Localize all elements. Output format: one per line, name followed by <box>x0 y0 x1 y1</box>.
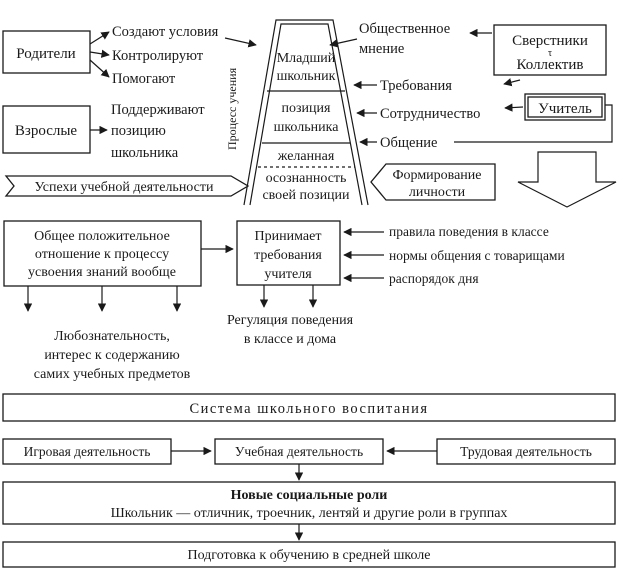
adults-support-2: позицию <box>111 123 166 139</box>
peers-box <box>493 24 607 76</box>
rule-3: распорядок дня <box>389 271 479 286</box>
personality-banner <box>370 163 496 201</box>
regulation-line1: Регуляция поведения <box>227 313 354 328</box>
teacher-label: Учитель <box>538 101 592 117</box>
requirements-label: Требования <box>380 78 452 94</box>
curiosity-line3: самих учебных предметов <box>34 367 191 382</box>
public-opinion-arrow <box>329 38 358 48</box>
study-activity-box <box>214 438 384 465</box>
parents-box <box>2 30 91 74</box>
teacher-box-inner <box>527 96 603 118</box>
parents-arrow-1 <box>89 31 110 45</box>
rule-2: нормы общения с товарищами <box>389 248 565 263</box>
tower-level3: желанная <box>277 149 335 164</box>
system-title: Система школьного воспитания <box>189 401 428 417</box>
peers-tau: τ <box>548 48 552 59</box>
success-label: Успехи учебной деятельности <box>35 180 214 195</box>
roles-text: Школьник — отличник, троечник, лентяй и … <box>111 506 508 521</box>
teacher-to-cooperation-arrow <box>504 103 524 112</box>
tower-level4-line2: своей позиции <box>262 188 350 203</box>
tower-level1-line1: Младший <box>277 51 336 66</box>
tower-level1-line2: школьник <box>277 69 336 84</box>
adults-box <box>2 105 91 154</box>
accepts-line1: Принимает <box>255 229 322 244</box>
attitude-line1: Общее положительное <box>34 229 170 244</box>
parents-item-2: Контролируют <box>112 48 204 64</box>
tower-level4-line1: осознанность <box>266 171 347 186</box>
peers-line2: Коллектив <box>517 57 584 73</box>
curiosity-line2: интерес к содержанию <box>44 348 179 363</box>
curiosity-line1: Любознательность, <box>54 329 170 344</box>
teacher-to-requirements-arrow <box>503 78 521 87</box>
communication-label: Общение <box>380 135 437 151</box>
system-box <box>2 393 616 422</box>
adults-label: Взрослые <box>15 123 78 139</box>
preparation-label: Подготовка к обучению в средней школе <box>187 548 430 563</box>
roles-box <box>2 481 616 525</box>
study-activity: Учебная деятельность <box>235 444 363 459</box>
parents-arrow-3 <box>89 59 110 78</box>
parents-label: Родители <box>16 46 75 62</box>
parents-item-3: Помогают <box>112 71 176 87</box>
labor-activity: Трудовая деятельность <box>460 444 592 459</box>
accepts-line3: учителя <box>264 267 312 282</box>
public-opinion-line1: Общественное <box>359 21 450 37</box>
process-label: Процесс учения <box>225 67 239 150</box>
attitude-line2: отношение к процессу <box>35 247 169 262</box>
game-activity: Игровая деятельность <box>24 444 151 459</box>
tower-level2-line2: школьника <box>274 120 340 135</box>
preparation-box <box>2 541 616 568</box>
accepts-box <box>236 220 341 286</box>
conditions-to-tower-arrow <box>224 37 257 48</box>
public-opinion-line2: мнение <box>359 41 404 57</box>
tower-inner-outline <box>249 23 363 206</box>
roles-title: Новые социальные роли <box>231 488 388 503</box>
game-activity-box <box>2 438 172 465</box>
accepts-line2: требования <box>254 248 322 263</box>
cooperation-label: Сотрудничество <box>380 106 480 122</box>
tower-level2-line1: позиция <box>282 101 331 116</box>
regulation-line2: в классе и дома <box>244 332 337 347</box>
tower-outline <box>243 19 369 206</box>
personality-line2: личности <box>409 185 466 200</box>
adults-support-3: школьника <box>111 145 179 161</box>
teacher-to-communication-line <box>454 104 613 143</box>
personality-line1: Формирование <box>392 168 481 183</box>
attitude-line3: усвоения знаний вообще <box>28 265 176 280</box>
rule-1: правила поведения в классе <box>389 224 549 239</box>
teacher-down-arrow <box>517 151 617 208</box>
parents-arrow-2 <box>89 49 110 58</box>
success-banner <box>4 175 250 197</box>
labor-activity-box <box>436 438 616 465</box>
adults-support-1: Поддерживают <box>111 102 205 118</box>
peers-line1: Сверстники <box>512 33 588 49</box>
parents-item-1: Создают условия <box>112 24 219 40</box>
